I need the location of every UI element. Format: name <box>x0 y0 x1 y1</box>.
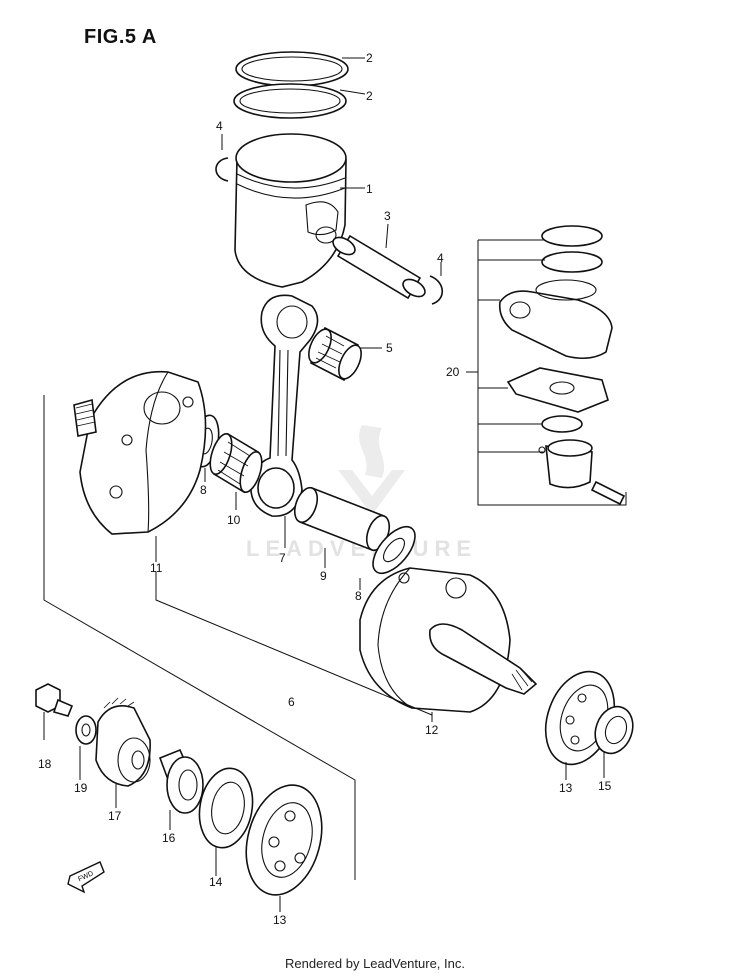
callout-9[interactable]: 9 <box>320 569 327 583</box>
spacer[interactable] <box>158 748 204 814</box>
callout-2-upper[interactable]: 2 <box>366 51 373 65</box>
callout-12[interactable]: 12 <box>425 723 439 737</box>
crank-pin[interactable] <box>290 485 393 554</box>
callout-19[interactable]: 19 <box>74 781 88 795</box>
callouts: 2 2 4 1 3 4 5 20 8 10 7 11 9 8 6 12 18 1… <box>38 51 612 927</box>
gasket-kit[interactable] <box>498 225 626 506</box>
figure-title: FIG.5 A <box>84 26 157 48</box>
bolt[interactable] <box>35 683 74 717</box>
big-end-bearing[interactable] <box>206 431 266 495</box>
crankshaft-right[interactable] <box>359 567 538 713</box>
crankshaft-left[interactable] <box>73 370 207 535</box>
callout-20[interactable]: 20 <box>446 365 460 379</box>
piston-ring-upper[interactable] <box>235 51 349 87</box>
leader-lines <box>43 57 627 912</box>
callout-15[interactable]: 15 <box>598 779 612 793</box>
callout-7[interactable]: 7 <box>279 551 286 565</box>
callout-8-right[interactable]: 8 <box>355 589 362 603</box>
fwd-arrow-icon: FWD <box>67 861 105 894</box>
callout-14[interactable]: 14 <box>209 875 223 889</box>
callout-4-right[interactable]: 4 <box>437 251 444 265</box>
crank-bearing-left[interactable] <box>235 777 334 904</box>
piston[interactable] <box>234 133 347 288</box>
callout-18[interactable]: 18 <box>38 757 52 771</box>
watermark: LEADVENTURE <box>246 425 471 561</box>
piston-pin[interactable] <box>330 234 428 300</box>
callout-2-lower[interactable]: 2 <box>366 89 373 103</box>
oil-seal-left[interactable] <box>193 764 258 852</box>
callout-8-left[interactable]: 8 <box>200 483 207 497</box>
connecting-rod[interactable] <box>250 294 319 517</box>
callout-13-right[interactable]: 13 <box>559 781 573 795</box>
callout-6[interactable]: 6 <box>288 695 295 709</box>
callout-4-left[interactable]: 4 <box>216 119 223 133</box>
callout-10[interactable]: 10 <box>227 513 241 527</box>
callout-16[interactable]: 16 <box>162 831 176 845</box>
callout-1[interactable]: 1 <box>366 182 373 196</box>
watermark-flame-icon <box>359 425 385 478</box>
primary-drive-gear[interactable] <box>95 697 151 787</box>
watermark-v-icon <box>338 470 405 515</box>
callout-17[interactable]: 17 <box>108 809 122 823</box>
oil-seal-right[interactable] <box>589 701 639 758</box>
callout-5[interactable]: 5 <box>386 341 393 355</box>
callout-11[interactable]: 11 <box>150 561 163 575</box>
thrust-washer-right[interactable] <box>365 520 422 581</box>
circlip-left[interactable] <box>215 157 229 182</box>
callout-13-left[interactable]: 13 <box>273 913 287 927</box>
washer[interactable] <box>75 715 97 745</box>
piston-ring-lower[interactable] <box>233 83 347 119</box>
small-end-bearing[interactable] <box>304 326 366 382</box>
circlip-right[interactable] <box>429 275 444 305</box>
footer-credit: Rendered by LeadVenture, Inc. <box>285 956 465 971</box>
callout-3[interactable]: 3 <box>384 209 391 223</box>
